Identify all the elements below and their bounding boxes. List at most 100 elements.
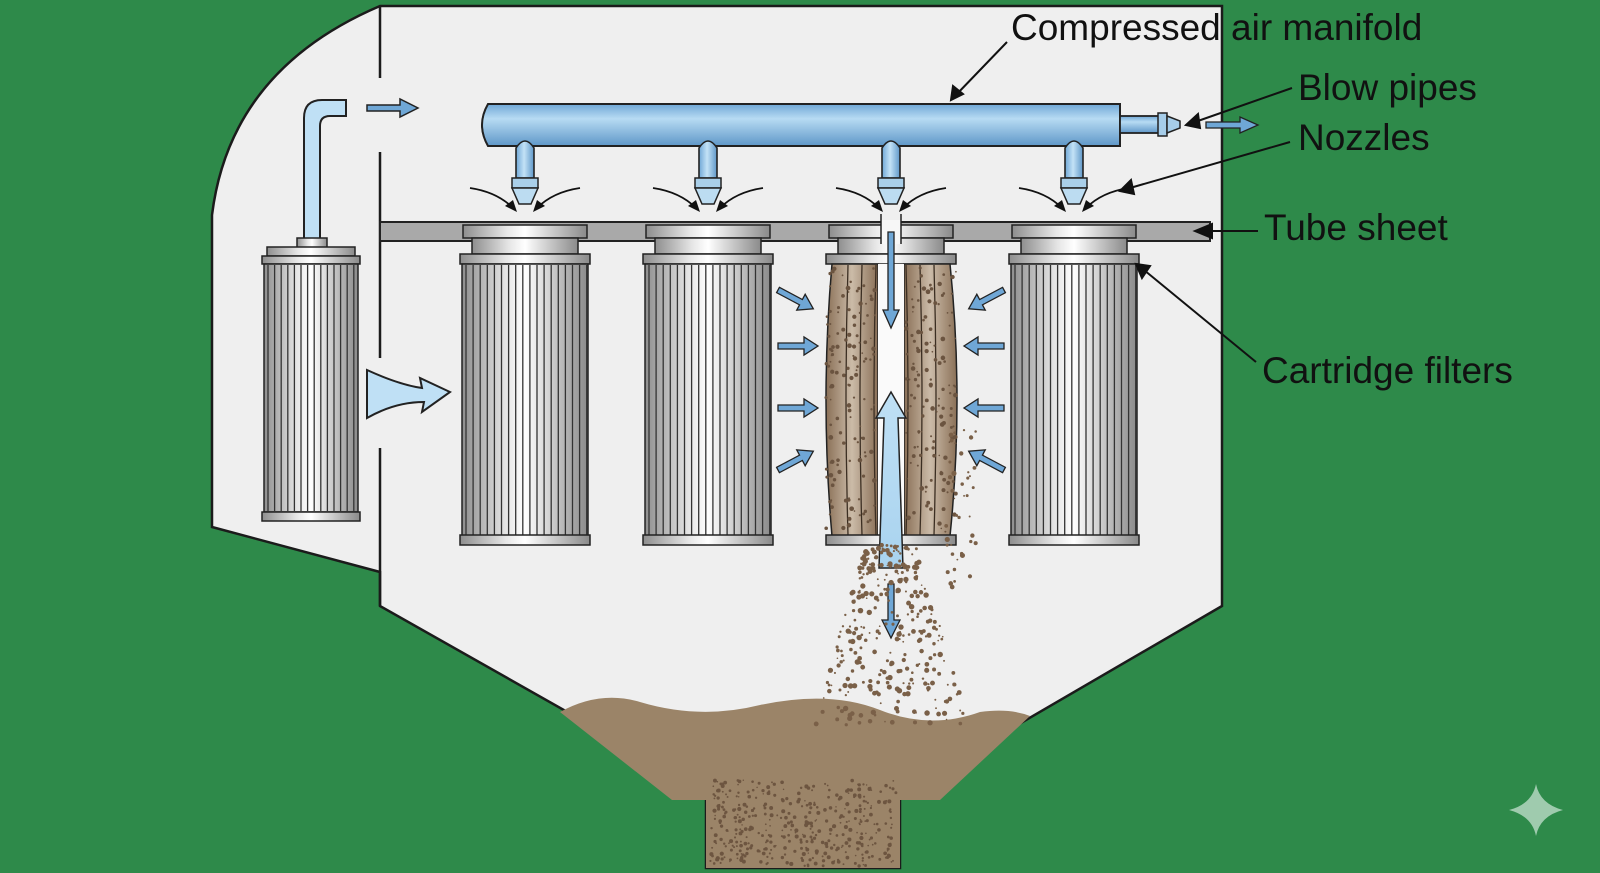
arrow-shape — [962, 335, 1005, 357]
dust-speck — [889, 719, 895, 725]
dust-speck — [911, 298, 914, 301]
dust-speck — [889, 544, 893, 548]
dust-speck — [814, 820, 817, 822]
dust-speck — [813, 721, 819, 727]
dust-speck — [949, 407, 953, 410]
dust-speck — [950, 311, 954, 314]
dust-speck — [885, 587, 890, 592]
dust-speck — [886, 847, 890, 851]
dust-speck — [754, 814, 758, 818]
dust-speck — [900, 571, 904, 575]
dust-speck — [813, 801, 816, 804]
dust-speck — [867, 557, 870, 560]
dust-speck — [962, 429, 966, 432]
dust-speck — [839, 814, 844, 818]
dust-speck — [956, 558, 959, 561]
dust-speck — [799, 838, 803, 842]
dust-speck — [761, 851, 766, 856]
filter-collar — [1011, 224, 1137, 239]
dust-speck — [856, 847, 860, 851]
dust-speck — [869, 337, 872, 340]
dust-speck — [924, 667, 930, 673]
dust-speck — [891, 787, 895, 791]
dust-speck — [879, 790, 883, 793]
dust-speck — [780, 855, 785, 860]
dust-speck — [769, 813, 774, 818]
dust-speck — [846, 403, 852, 408]
dust-speck — [952, 425, 955, 428]
dust-speck — [941, 387, 945, 392]
label-manifold: Compressed air manifold — [1011, 7, 1422, 48]
dust-speck — [807, 852, 810, 854]
dust-speck — [888, 563, 893, 568]
dust-speck — [833, 860, 836, 862]
dust-speck — [922, 605, 927, 611]
dust-speck — [885, 680, 890, 685]
dust-speck — [919, 609, 923, 613]
removed-cartridge — [261, 99, 361, 522]
dust-speck — [909, 393, 913, 397]
dust-speck — [723, 856, 726, 859]
dust-speck — [894, 791, 898, 795]
dust-speck — [865, 572, 869, 576]
dust-speck — [921, 677, 925, 680]
dust-speck — [737, 783, 739, 786]
dust-speck — [719, 861, 722, 864]
dust-speck — [780, 780, 784, 785]
dust-speck — [950, 292, 954, 295]
dust-speck — [886, 835, 890, 839]
dust-speck — [852, 323, 857, 328]
dust-speck — [713, 797, 716, 800]
dust-speck — [916, 384, 920, 388]
dust-speck — [953, 392, 958, 398]
dust-speck — [781, 829, 784, 832]
arrow-shape — [967, 449, 1007, 474]
dust-speck — [716, 789, 720, 793]
dust-speck — [857, 457, 863, 463]
dust-speck — [860, 633, 864, 637]
dust-speck — [828, 435, 834, 440]
dust-speck — [879, 550, 884, 555]
dust-speck — [872, 478, 877, 483]
dust-speck — [853, 861, 857, 865]
dust-speck — [719, 837, 723, 842]
dust-speck — [884, 822, 888, 825]
dust-speck — [741, 853, 745, 857]
dust-speck — [950, 552, 955, 556]
dust-speck — [888, 579, 894, 586]
dust-speck — [919, 486, 925, 491]
dust-speck — [898, 638, 901, 641]
dust-speck — [894, 636, 900, 642]
filter-neck — [471, 237, 579, 255]
cartridge-filter — [1008, 224, 1140, 546]
dust-speck — [911, 454, 916, 458]
dust-speck — [917, 637, 923, 643]
dust-speck — [848, 459, 852, 463]
dust-speck — [734, 820, 737, 823]
dust-speck — [766, 855, 769, 858]
dust-speck — [722, 814, 726, 819]
dust-speck — [906, 600, 912, 606]
dust-speck — [824, 361, 829, 366]
dust-speck — [719, 851, 724, 856]
dust-speck — [933, 357, 938, 362]
dust-speck — [787, 839, 791, 843]
pleat — [933, 264, 937, 536]
dust-speck — [716, 804, 721, 809]
dust-speck — [932, 440, 936, 443]
dust-speck — [842, 682, 848, 689]
dust-speck — [932, 641, 936, 646]
dust-speck — [783, 824, 788, 828]
dust-speck — [850, 778, 854, 783]
dust-speck — [863, 397, 866, 401]
cartridge-filter — [459, 224, 591, 546]
dust-speck — [859, 425, 862, 428]
dust-speck — [897, 564, 902, 569]
dust-speck — [943, 455, 948, 460]
dust-speck — [869, 812, 873, 817]
dust-speck — [780, 835, 783, 838]
dust-speck — [847, 683, 854, 689]
nozzle-icon — [1059, 187, 1089, 205]
dust-speck — [779, 816, 783, 820]
dust-speck — [829, 499, 833, 502]
